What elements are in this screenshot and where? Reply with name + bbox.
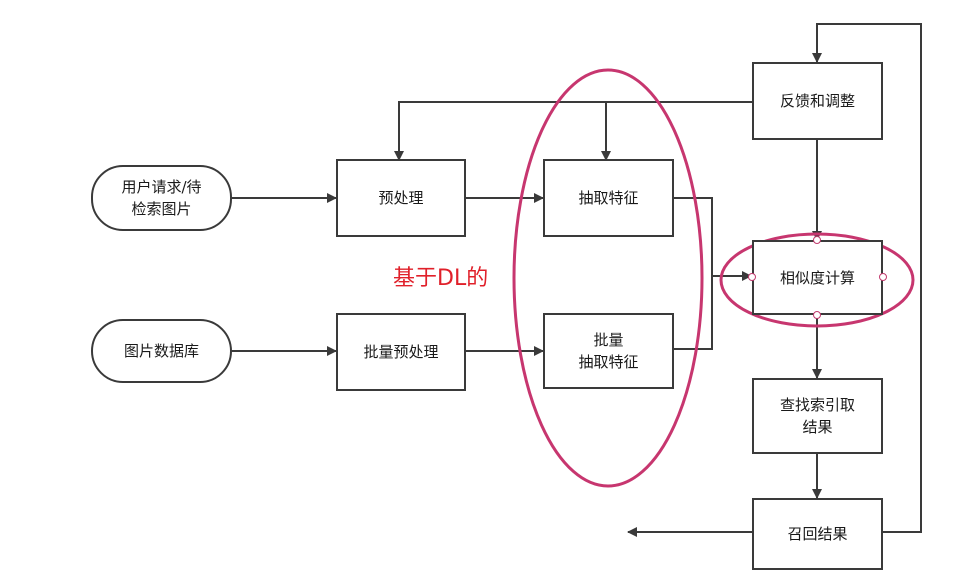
annotation-dl: 基于DL的 [393,266,489,291]
edge-batch-extract-to-similarity [673,276,713,350]
port-top [813,236,821,244]
node-user-query: 用户请求/待 检索图片 [91,165,232,231]
edge-extract-to-similarity [673,197,752,281]
port-bottom [813,311,821,319]
similarity-highlight-ellipse [719,232,915,328]
port-right [879,273,887,281]
node-feedback: 反馈和调整 [752,62,883,140]
node-batch-preprocess: 批量预处理 [336,313,466,391]
dl-highlight-ellipse [512,68,704,488]
node-recall-result: 召回结果 [752,498,883,570]
node-lookup-index: 查找索引取 结果 [752,378,883,454]
edge-feedback-to-preprocess [394,101,752,161]
node-image-db: 图片数据库 [91,319,232,383]
port-left [748,273,756,281]
edge-recall-to-feedback-loop [812,23,922,533]
node-batch-extract-features: 批量 抽取特征 [543,313,674,389]
node-extract-features: 抽取特征 [543,159,674,237]
node-similarity: 相似度计算 [752,240,883,315]
node-preprocess: 预处理 [336,159,466,237]
